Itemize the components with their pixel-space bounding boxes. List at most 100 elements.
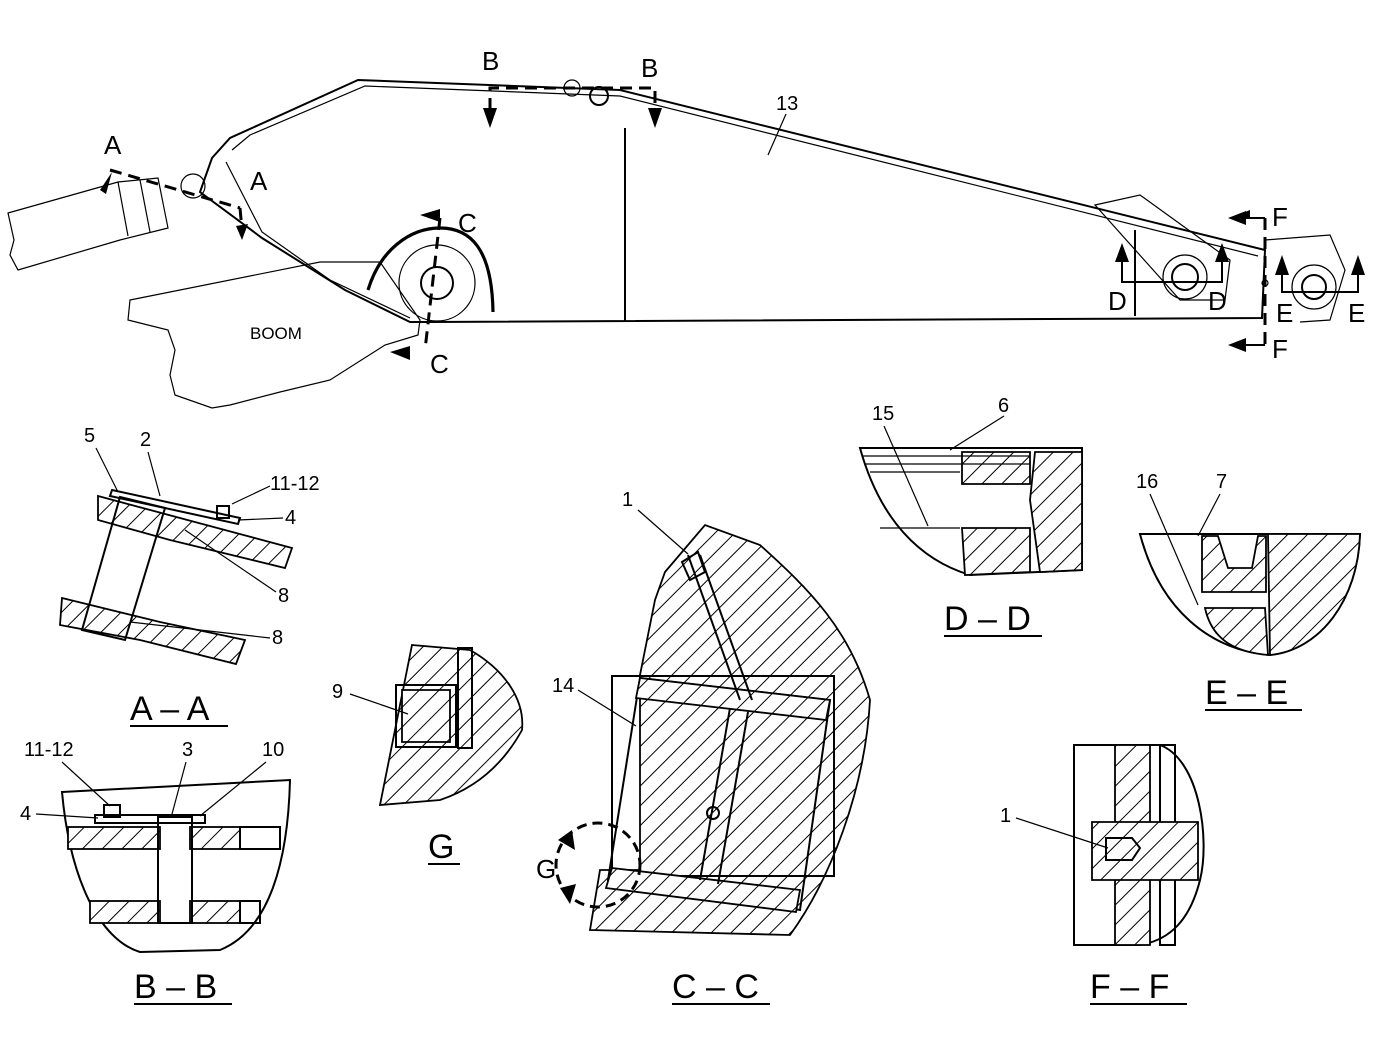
- section-bb: 11-12 3 10 4 B – B: [20, 739, 292, 1006]
- bb-leader-3: [171, 761, 187, 815]
- aa-leader-8a: [184, 529, 277, 593]
- section-f-ticks: [1235, 217, 1265, 346]
- arrow-b2: [648, 108, 662, 128]
- dd-callout-6: 6: [998, 395, 1009, 417]
- ee-leader-16: [1149, 493, 1199, 606]
- cc-callout-1: 1: [622, 489, 633, 511]
- callout-13: 13: [776, 93, 798, 115]
- g-bushing-gap: [457, 647, 473, 749]
- dd-hatch-bottom: [961, 527, 1031, 576]
- aa-callout-4: 4: [285, 507, 296, 529]
- marker-b-1: B: [482, 46, 499, 76]
- bb-hatch-4: [189, 900, 241, 924]
- aa-plate: [108, 488, 242, 526]
- ff-title: F – F: [1090, 968, 1169, 1006]
- bb-callout-4: 4: [20, 803, 31, 825]
- arm-inner-edge: [231, 85, 1259, 257]
- ee-callout-7: 7: [1216, 471, 1227, 493]
- arrow-d1: [1115, 243, 1129, 262]
- bb-bolt: [103, 804, 121, 818]
- cc-bushing-bottom: [604, 867, 802, 913]
- bb-plate: [94, 814, 206, 824]
- bb-pin: [157, 816, 193, 924]
- cc-detail-circle: [554, 821, 642, 909]
- cc-grease-hole: [706, 806, 720, 820]
- ee-title: E – E: [1205, 674, 1288, 712]
- dd-title: D – D: [944, 600, 1031, 638]
- aa-bolt: [216, 505, 230, 519]
- section-line-a-end: [238, 207, 244, 231]
- bb-outline: [60, 778, 292, 954]
- ff-grease-fitting: [1105, 837, 1142, 861]
- g-inner: [401, 689, 451, 743]
- marker-d-1: D: [1108, 286, 1127, 316]
- aa-leader-4: [237, 517, 284, 521]
- aa-lower-plate: [59, 596, 247, 666]
- aa-callout-5: 5: [84, 425, 95, 447]
- ff-fitting-body: [1091, 821, 1199, 881]
- cc-title: C – C: [672, 968, 759, 1006]
- aa-leader-11-12: [231, 485, 271, 505]
- cc-bushing-top: [634, 677, 832, 721]
- cc-leader-14: [577, 689, 637, 727]
- bucket-link: [1093, 194, 1231, 301]
- grease-fitting-pin: [589, 86, 609, 106]
- g-slot: [395, 684, 457, 748]
- cc-detail-arrow-2: [560, 884, 576, 904]
- aa-leader-8b: [129, 621, 271, 639]
- bb-title: B – B: [134, 968, 217, 1006]
- ff-leader-1: [1015, 817, 1109, 849]
- section-ee: 16 7 E – E: [1136, 471, 1362, 712]
- section-line-e: [1281, 270, 1359, 293]
- arrow-c1: [420, 209, 440, 222]
- section-line-d: [1121, 255, 1223, 283]
- arrow-d2: [1215, 243, 1229, 262]
- link-pin-boss: [1162, 254, 1208, 300]
- bucket-pin: [1301, 274, 1327, 300]
- arrow-e1: [1275, 255, 1289, 275]
- ee-hatch-bottom: [1203, 607, 1269, 656]
- marker-c-1: C: [458, 208, 477, 238]
- section-line-a: [109, 168, 241, 210]
- marker-d-2: D: [1208, 286, 1227, 316]
- arrow-f2: [1228, 338, 1246, 352]
- aa-callout-8b: 8: [272, 627, 283, 649]
- section-dd: 15 6 D – D: [858, 395, 1083, 638]
- g-title: G: [428, 828, 454, 866]
- arm-outline: [198, 78, 1267, 323]
- arrow-a2: [236, 224, 248, 240]
- cc-body: [588, 523, 871, 936]
- marker-c-2: C: [430, 349, 449, 379]
- bucket-link-end: [1264, 234, 1346, 323]
- ff-callout-1: 1: [1000, 805, 1011, 827]
- cylinder-rings: [117, 179, 151, 237]
- arrow-b1: [483, 108, 497, 128]
- link-pin: [1171, 263, 1199, 291]
- marker-a-2: A: [250, 166, 268, 196]
- cc-callout-14: 14: [552, 675, 574, 697]
- arrow-e2: [1351, 255, 1365, 275]
- bb-hatch-1: [67, 826, 161, 850]
- marker-e-2: E: [1348, 298, 1365, 328]
- main-arm-view: BOOM 13 A A B B: [7, 46, 1365, 409]
- ee-leader-7: [1197, 493, 1221, 537]
- ee-callout-16: 16: [1136, 471, 1158, 493]
- bb-callout-11-12: 11-12: [24, 739, 74, 761]
- bb-leader-4: [35, 813, 99, 819]
- cc-grease-channel: [687, 554, 753, 701]
- cc-detail-arrow-1: [558, 830, 575, 850]
- cc-leader-1: [637, 509, 689, 555]
- section-aa: 5 2 11-12 4 8 8 A – A: [59, 425, 320, 728]
- marker-e-1: E: [1276, 298, 1293, 328]
- dd-leader-6: [949, 415, 1005, 451]
- ee-hatch-right: [1267, 533, 1361, 656]
- section-line-b: [488, 86, 657, 110]
- section-ff: 1 F – F: [1000, 744, 1205, 1006]
- aa-upper-plate: [97, 494, 294, 570]
- g-leader-9: [349, 693, 409, 715]
- arm-lower-edge: [225, 161, 411, 319]
- dd-leader-15: [883, 425, 929, 527]
- aa-callout-11-12: 11-12: [270, 473, 320, 495]
- aa-callout-8a: 8: [278, 585, 289, 607]
